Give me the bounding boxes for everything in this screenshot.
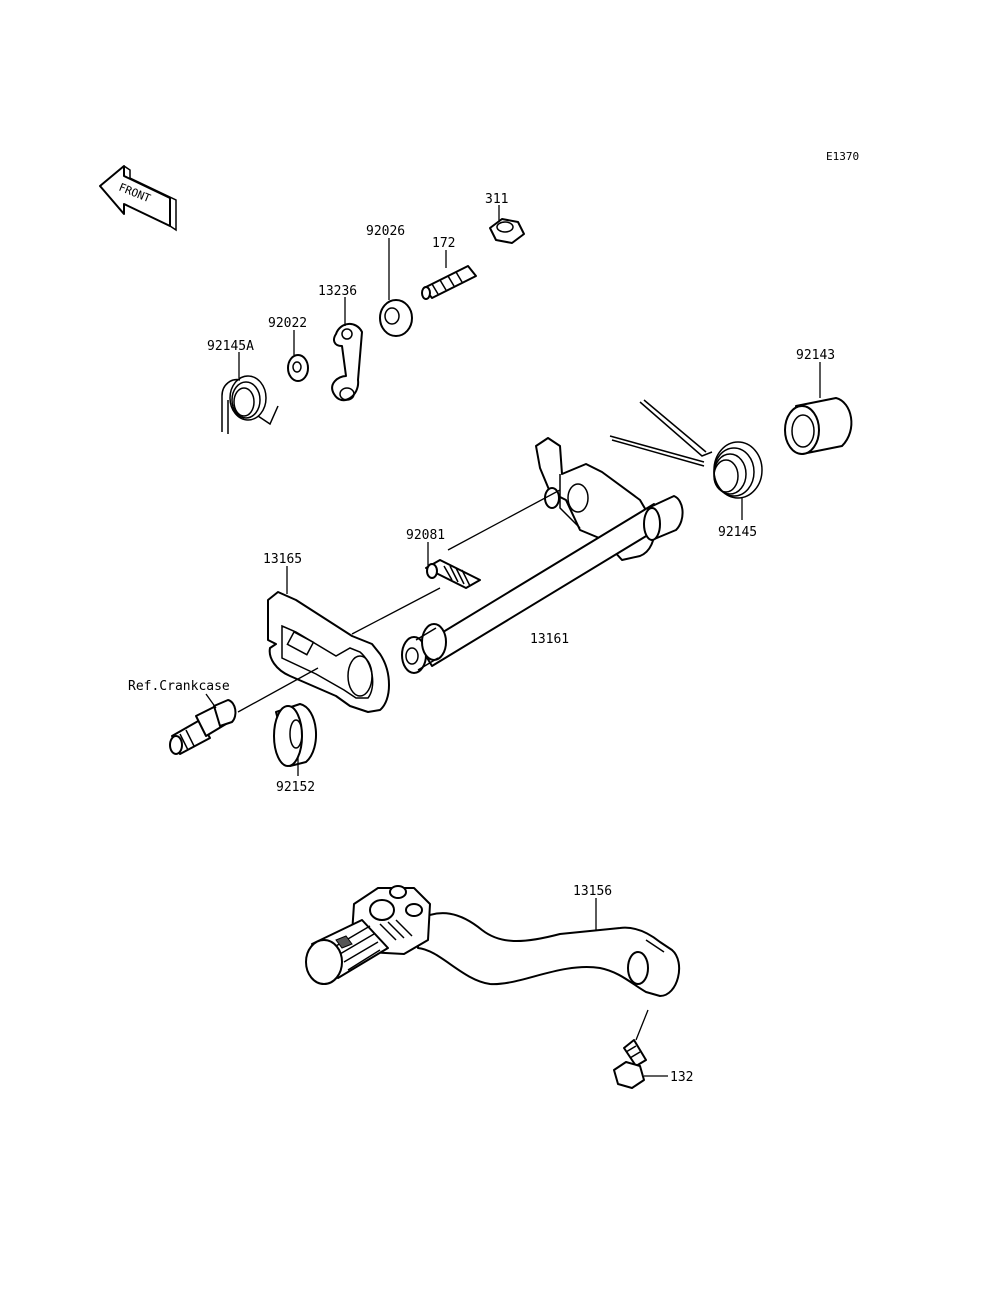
washer-92152 — [273, 703, 318, 767]
part-label-13165: 13165 — [263, 552, 302, 567]
knurl-pattern — [335, 925, 381, 971]
bolt-172 — [421, 265, 477, 300]
shift-shaft-13161 — [401, 437, 684, 674]
crankcase-pin — [169, 699, 237, 755]
part-label-92022: 92022 — [268, 316, 307, 331]
nut-311 — [489, 218, 525, 244]
shift-pedal-13156 — [305, 885, 681, 997]
part-label-92143: 92143 — [796, 348, 835, 363]
spring-92145A — [221, 375, 279, 434]
part-label-92152: 92152 — [276, 780, 315, 795]
part-label-172: 172 — [432, 236, 455, 251]
part-label-92081: 92081 — [406, 528, 445, 543]
part-label-ref-crankcase: Ref.Crankcase — [128, 679, 230, 694]
spring-92081 — [425, 559, 481, 589]
part-label-311: 311 — [485, 192, 508, 207]
spring-92145 — [609, 399, 763, 499]
front-arrow-icon: FRONT — [99, 165, 177, 232]
part-label-132: 132 — [670, 1070, 693, 1085]
part-label-92145A: 92145A — [207, 339, 254, 354]
washer-92022 — [287, 354, 309, 382]
part-label-13161: 13161 — [530, 632, 569, 647]
part-label-13156: 13156 — [573, 884, 612, 899]
bolt-132 — [613, 1039, 647, 1089]
diagram-code: E1370 — [826, 150, 859, 163]
bushing-92143 — [784, 397, 853, 455]
part-label-92026: 92026 — [366, 224, 405, 239]
shift-plate-13165 — [267, 591, 390, 713]
lever-13236 — [331, 323, 363, 401]
part-label-13236: 13236 — [318, 284, 357, 299]
collar-92026 — [379, 299, 413, 337]
part-label-92145: 92145 — [718, 525, 757, 540]
